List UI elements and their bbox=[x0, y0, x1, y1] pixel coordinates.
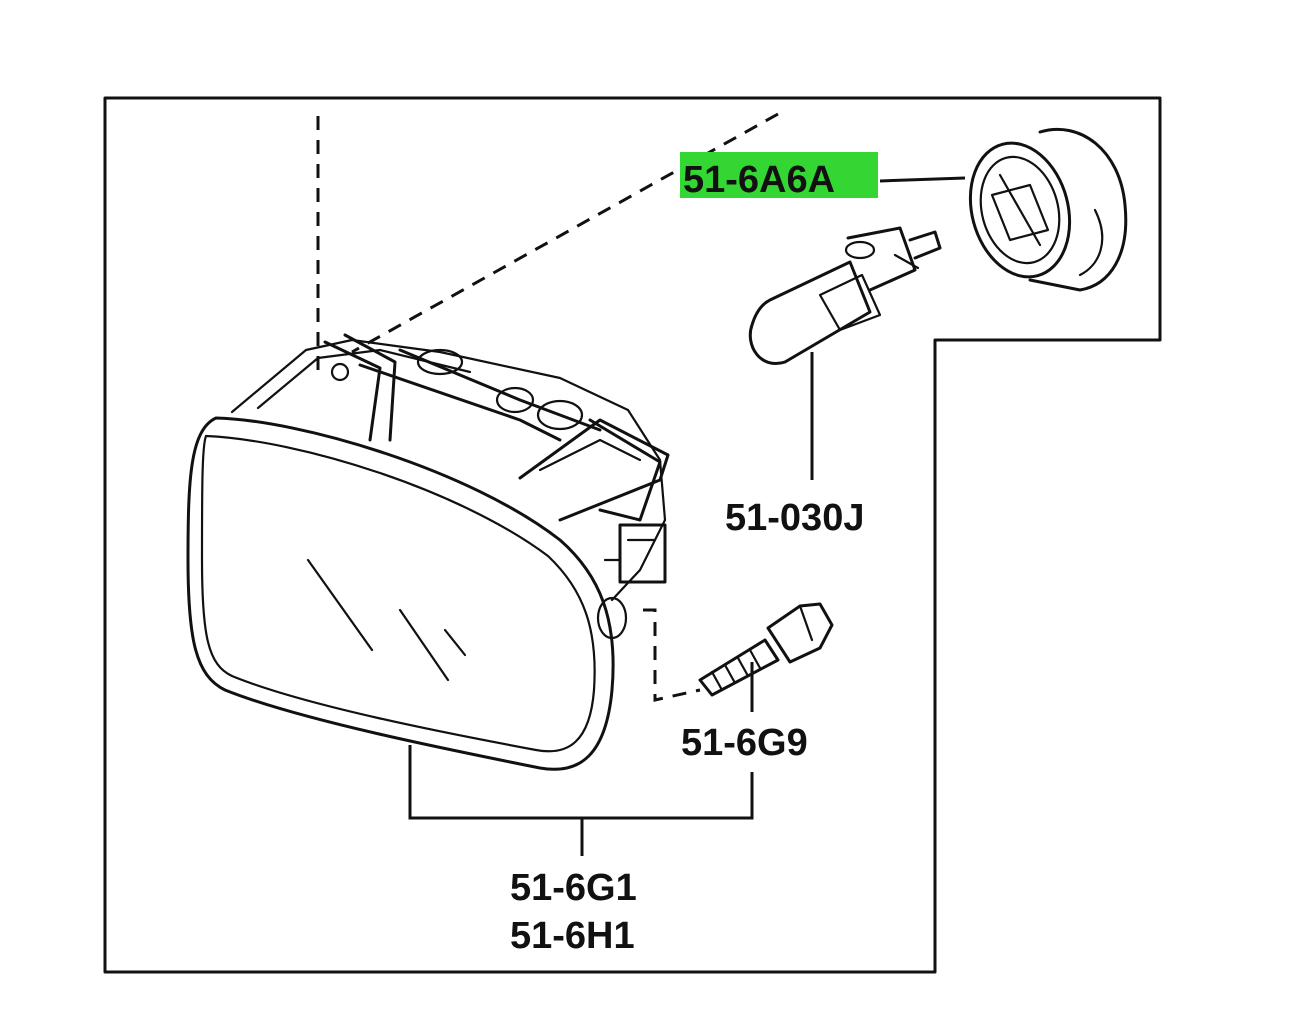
adjusting-screw-drawing bbox=[698, 602, 834, 697]
part-label-bulb-socket[interactable]: 51-6A6A bbox=[683, 159, 835, 201]
headlamp-assembly-drawing bbox=[186, 333, 670, 771]
diagram-frame bbox=[103, 96, 1162, 974]
screw-alignment-line bbox=[643, 608, 701, 702]
leader-headlamp-assembly bbox=[408, 745, 754, 856]
leader-bulb-socket bbox=[879, 176, 966, 183]
part-label-headlamp-assembly-1[interactable]: 51-6G1 bbox=[510, 867, 637, 909]
halogen-bulb-drawing bbox=[748, 226, 942, 365]
bulb-socket-drawing bbox=[968, 127, 1128, 292]
part-label-adjusting-screw[interactable]: 51-6G9 bbox=[681, 722, 808, 764]
part-highlight bbox=[680, 152, 878, 198]
alignment-line-diagonal bbox=[351, 112, 779, 354]
part-label-headlamp-assembly-2[interactable]: 51-6H1 bbox=[510, 915, 635, 957]
part-label-bulb[interactable]: 51-030J bbox=[725, 497, 864, 539]
